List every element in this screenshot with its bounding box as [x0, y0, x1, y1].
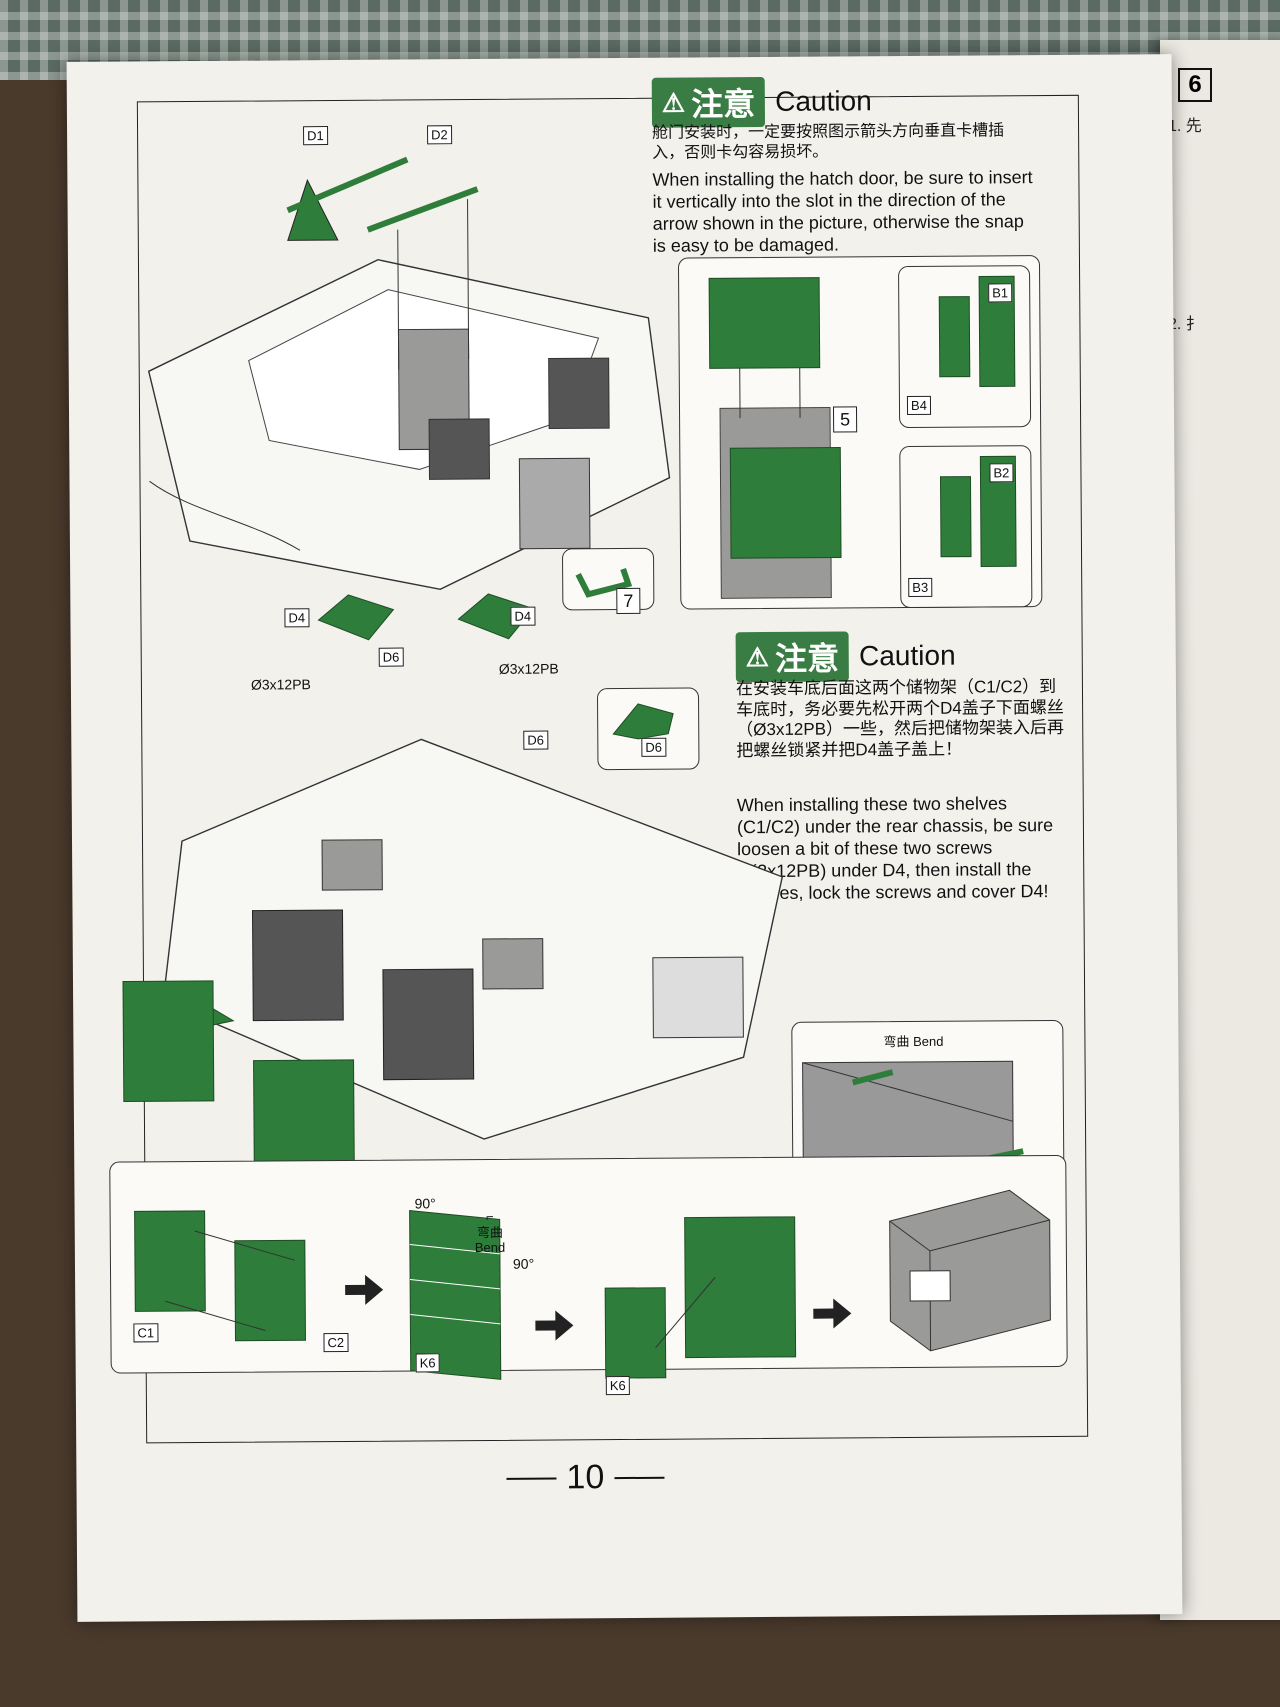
part-label-d4-left: D4 [284, 608, 310, 628]
part-label-k6-b: K6 [605, 1375, 630, 1396]
warning-icon-mid: ⚠ [745, 641, 770, 672]
page-number-rule-left [506, 1476, 557, 1480]
arrow-right-icon [345, 1274, 384, 1305]
step-number-7: 7 [616, 587, 641, 615]
caution-header-top: ⚠ 注意 Caution [651, 76, 872, 128]
page-number-rule-right [614, 1476, 665, 1479]
part-label-d4-right: D4 [510, 606, 536, 626]
shelf-with-k6-diagram [604, 1216, 797, 1379]
arrow-right-icon-2 [535, 1310, 574, 1341]
page-number: 10 [506, 1458, 665, 1498]
hull-rear-illustration [122, 738, 784, 1182]
next-step-number: 6 [1178, 68, 1212, 102]
part-label-k6-a: K6 [415, 1353, 440, 1373]
caution-badge-mid: ⚠ 注意 [735, 631, 850, 683]
part-label-c2: C2 [323, 1332, 349, 1353]
caution-top-en: When installing the hatch door, be sure … [652, 167, 1033, 256]
part-label-d2: D2 [427, 125, 452, 145]
part-d4-left [317, 594, 395, 641]
hull-top-illustration [147, 156, 671, 591]
caution-badge-text-mid: 注意 [774, 640, 840, 677]
hinge-b1-diagram [938, 275, 1016, 388]
caution-top-zh: 舱门安装时，一定要按照图示箭头方向垂直卡槽插入，否则卡勾容易损坏。 [652, 122, 1005, 162]
handle-detail-panel [561, 547, 655, 611]
bend-label-inline: 弯曲 Bend [883, 1033, 944, 1050]
hatch-diagram [708, 277, 842, 599]
part-label-b2: B2 [989, 463, 1014, 483]
next-page-text-2: 2. 扌 [1168, 316, 1202, 333]
step-number-5: 5 [832, 406, 858, 433]
warning-icon: ⚠ [661, 87, 686, 118]
caution-mid-zh: 在安装车底后面这两个储物架（C1/C2）到车底时，务必要先松开两个D4盖子下面螺… [735, 676, 1065, 761]
d6-detail-panel [596, 687, 700, 771]
part-label-b4: B4 [906, 395, 931, 416]
screw-label-left: Ø3x12PB [250, 676, 311, 693]
hatch-detail-b2 [899, 445, 1033, 609]
part-label-d6-left: D6 [378, 647, 404, 667]
d6-part-diagram [612, 703, 674, 740]
bend-icon: ⌐ [485, 1208, 494, 1224]
bracket-k6-bend-diagram [409, 1210, 502, 1380]
hinge-b2-diagram [939, 455, 1017, 568]
shelf-c1-c2-diagram [134, 1210, 307, 1342]
part-label-d1: D1 [303, 126, 328, 146]
arrow-right-icon-3 [813, 1298, 852, 1329]
bend-angle-label-b: 90° [512, 1255, 535, 1272]
next-page-text-1: 1. 先 [1168, 118, 1202, 135]
bend-label-zh: 弯曲 [476, 1224, 503, 1240]
handle-diagram [575, 568, 633, 598]
caution-badge-top: ⚠ 注意 [651, 77, 766, 128]
bend-angle-label-a: 90° [414, 1195, 436, 1212]
hatch-detail-panel [677, 255, 1043, 610]
caution-word-mid: Caution [858, 639, 956, 672]
manual-page: ⚠ 注意 Caution 舱门安装时，一定要按照图示箭头方向垂直卡槽插入，否则卡… [66, 54, 1183, 1622]
part-label-b3: B3 [908, 577, 933, 598]
finished-shelf-diagram [889, 1189, 1051, 1352]
part-label-c1: C1 [133, 1323, 159, 1343]
bend-label: ⌐ 弯曲 Bend [475, 1209, 506, 1256]
page-number-text: 10 [566, 1458, 605, 1497]
caution-word-top: Caution [775, 85, 872, 117]
screw-label-right: Ø3x12PB [498, 660, 559, 677]
hatch-detail-b1 [898, 265, 1032, 429]
bend-label-en: Bend [474, 1240, 506, 1256]
caution-badge-text: 注意 [691, 86, 756, 123]
caution-mid-en: When installing these two shelves (C1/C2… [736, 793, 1054, 904]
part-label-b1: B1 [988, 283, 1013, 303]
caution-header-mid: ⚠ 注意 Caution [735, 631, 956, 683]
